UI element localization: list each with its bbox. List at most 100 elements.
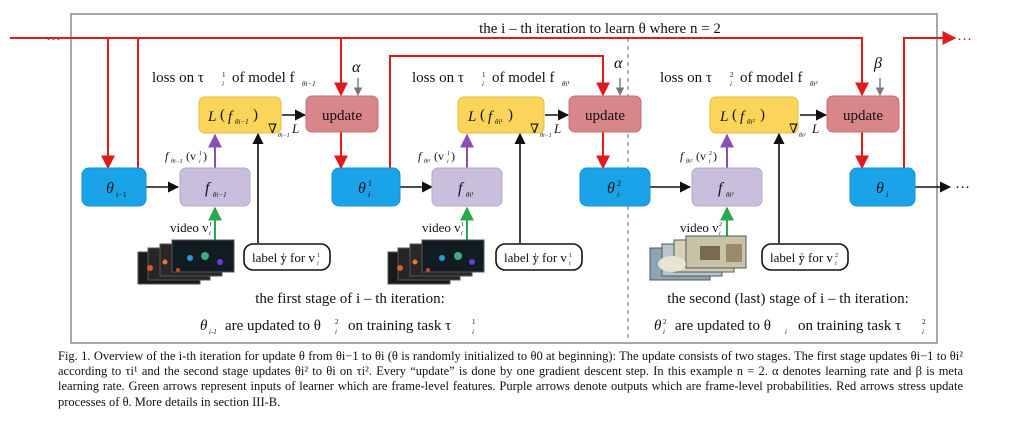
learner-node-2: f θi¹ [431,167,503,207]
svg-text:(: ( [732,107,737,123]
svg-text:1: 1 [472,318,476,326]
svg-text:L: L [467,109,476,125]
svg-text:are updated to θ: are updated to θ [225,318,321,334]
svg-text:θ: θ [607,180,615,197]
svg-text:θi¹: θi¹ [466,191,473,199]
svg-text:i: i [482,80,484,88]
ellipsis-right-top: ··· [957,32,972,48]
output-label-3: f θi² (v 2 i ) [680,149,717,165]
theta-node-2: θ 2 i [579,167,651,207]
loss-node-3: L ( f θi² ) [709,96,799,134]
svg-text:θ: θ [876,180,884,197]
svg-text:i: i [709,159,711,165]
svg-text:i: i [663,328,665,336]
video-frames-2 [387,239,485,285]
svg-text:θi−1: θi−1 [302,80,316,88]
svg-text:L: L [207,109,216,125]
svg-text:i: i [472,328,474,336]
loss-node-1: L ( f θi−1 ) [198,96,282,134]
svg-text:for v: for v [542,250,567,265]
black-flow-arrows [146,109,952,243]
svg-text:loss on τ: loss on τ [412,70,464,86]
svg-text:i: i [447,159,449,165]
svg-text:i: i [368,190,370,199]
svg-text:i−1: i−1 [116,190,127,199]
svg-text:i: i [317,261,319,267]
svg-text:for v: for v [290,250,315,265]
svg-text:i: i [569,261,571,267]
video-frames-1 [137,239,235,285]
svg-text:1: 1 [447,151,450,157]
meta-learning-diagram: the i – th iteration to learn θ where n … [10,13,972,344]
learning-rate-arrows [353,78,885,96]
svg-text:2: 2 [709,151,712,157]
svg-text:i: i [617,190,619,199]
svg-text:on training task τ: on training task τ [798,318,901,334]
svg-text:(v: (v [186,149,196,163]
svg-text:i: i [461,231,463,237]
stage2-title: the second (last) stage of i – th iterat… [667,291,909,307]
svg-text:of model f: of model f [492,70,554,86]
svg-text:2: 2 [730,71,734,79]
svg-text:update: update [585,108,625,124]
svg-text:2: 2 [617,179,621,188]
svg-text:θ: θ [106,180,114,197]
loss-heading-1: loss on τ 1 i of model f θi−1 [152,70,316,88]
svg-text:1: 1 [199,151,202,157]
svg-text:L: L [811,121,819,136]
svg-text:1: 1 [209,222,212,228]
svg-text:label y: label y [252,250,288,265]
svg-text:video v: video v [170,220,209,235]
svg-text:θ: θ [358,180,366,197]
svg-text:2: 2 [335,318,339,326]
svg-text:θi−1: θi−1 [213,191,227,199]
svg-text:1: 1 [317,253,320,259]
svg-text:): ) [203,149,207,163]
theta-node-prev: θ i−1 [81,167,147,207]
loss-heading-3: loss on τ 2 i of model f θi² [660,70,818,88]
svg-text:for v: for v [808,250,833,265]
svg-text:∇: ∇ [530,121,539,136]
grad-label-3: ∇ θi² L [789,121,819,139]
stage1-title: the first stage of i – th iteration: [255,291,445,307]
svg-text:θi−1: θi−1 [540,133,552,139]
svg-text:i: i [209,231,211,237]
svg-text:i: i [800,261,802,267]
video-label-2: video v 1 i [422,220,464,237]
svg-text:θi−1: θi−1 [278,133,290,139]
svg-text:f: f [488,109,494,125]
svg-text:i: i [835,261,837,267]
svg-text:i: i [199,159,201,165]
svg-text:i: i [719,231,721,237]
alpha-label-2: α [614,55,623,72]
svg-text:): ) [451,149,455,163]
svg-text:of model f: of model f [232,70,294,86]
beta-label: β [873,55,882,72]
svg-text:1: 1 [482,71,486,79]
label-box-2: label y 1 i for v 1 i [495,243,583,271]
label-box-3: label y 2 i for v 2 i [761,243,849,271]
svg-text:(v: (v [696,149,706,163]
svg-text:L: L [719,109,728,125]
svg-text:1: 1 [368,179,372,188]
svg-text:(: ( [220,107,225,123]
svg-text:2: 2 [800,253,803,259]
svg-text:f: f [228,109,234,125]
svg-text:label y: label y [504,250,540,265]
svg-text:i: i [222,80,224,88]
svg-text:of model f: of model f [740,70,802,86]
svg-text:1: 1 [534,253,537,259]
svg-text:i: i [534,261,536,267]
svg-text:θi²: θi² [747,118,755,126]
learner-node-3: f θi² [691,167,763,207]
theta-node-i: θ i [849,167,916,207]
svg-text:θi²: θi² [726,191,734,199]
svg-text:i-1: i-1 [209,328,217,336]
svg-text:(: ( [480,107,485,123]
svg-text:θi¹: θi¹ [424,159,431,165]
iteration-title: the i – th iteration to learn θ where n … [479,21,721,37]
svg-text:i: i [730,80,732,88]
svg-text:i: i [335,328,337,336]
svg-text:θi²: θi² [799,133,806,139]
svg-text:θi¹: θi¹ [495,118,502,126]
